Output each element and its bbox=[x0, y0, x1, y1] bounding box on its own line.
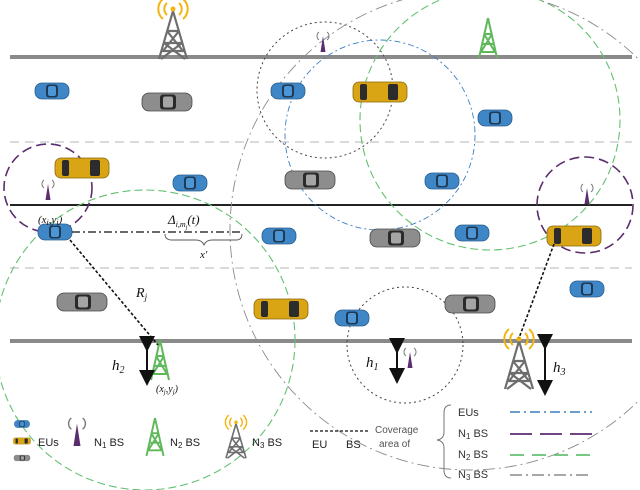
car-blue-1 bbox=[34, 82, 70, 100]
car-gray-1 bbox=[141, 92, 193, 112]
car-gray-3 bbox=[369, 228, 421, 248]
legend-car-blue bbox=[14, 420, 30, 428]
legend-cov-n2: N2 BS bbox=[458, 449, 488, 462]
car-blue-5 bbox=[424, 172, 460, 190]
car-yellow-1 bbox=[352, 81, 408, 103]
diagram-labels: (xi,yi) Δi,mj(t) x' Rj (xj,yj) h2 h1 h3 bbox=[38, 212, 566, 396]
n2-coverage-left bbox=[0, 189, 296, 490]
h2-label: h2 bbox=[112, 358, 125, 376]
legend-coverage-line2: area of bbox=[379, 439, 410, 450]
car-blue-2 bbox=[270, 82, 306, 100]
car-yellow-2 bbox=[54, 157, 110, 179]
n1-coverage-center bbox=[346, 286, 464, 404]
legend-bs-text: BS bbox=[346, 439, 361, 451]
car-yellow-3 bbox=[546, 225, 602, 247]
n3-bs-tower-top bbox=[157, 0, 189, 61]
legend-n3-icon bbox=[224, 414, 248, 460]
n2-bs-tower-top bbox=[478, 17, 498, 59]
legend-car-gray bbox=[13, 454, 31, 462]
x-prime-brace bbox=[164, 233, 243, 247]
n2-coverage-top bbox=[359, 0, 621, 251]
car-blue-9 bbox=[569, 280, 605, 298]
x-prime-label: x' bbox=[199, 249, 208, 261]
h1-label: h1 bbox=[366, 355, 379, 373]
legend-cov-n3: N3 BS bbox=[458, 469, 488, 482]
n2-bs-tower-bottom bbox=[150, 339, 170, 381]
legend-coverage-line1: Coverage bbox=[375, 425, 419, 436]
car-gray-4 bbox=[56, 292, 108, 312]
legend-n1-icon bbox=[67, 417, 87, 447]
legend-n1-label: N1 BS bbox=[94, 437, 124, 450]
eu-bs-link-left bbox=[69, 239, 159, 346]
car-blue-8 bbox=[334, 309, 370, 327]
legend-n3-label: N3 BS bbox=[252, 437, 282, 450]
legend-n2-icon bbox=[145, 417, 165, 457]
legend-car-yellow bbox=[13, 437, 31, 445]
legend-eu-text: EU bbox=[312, 439, 327, 451]
h3-label: h3 bbox=[553, 360, 566, 378]
links bbox=[69, 231, 555, 396]
n1-bs-tower-bottom bbox=[403, 347, 417, 369]
car-blue-6 bbox=[261, 227, 297, 245]
legend-bracket bbox=[436, 404, 452, 479]
car-blue-eu bbox=[37, 223, 73, 241]
eu-coverage bbox=[284, 39, 476, 231]
car-gray-5 bbox=[444, 294, 496, 314]
legend-n2-label: N2 BS bbox=[170, 437, 200, 450]
n3-coverage bbox=[229, 0, 640, 471]
car-gray-2 bbox=[284, 170, 336, 190]
legend-eus-label: EUs bbox=[38, 437, 59, 449]
legend-cov-n1: N1 BS bbox=[458, 428, 488, 441]
bs-position-label: (xj,yj) bbox=[156, 384, 179, 396]
eu-bs-link-right bbox=[518, 243, 555, 339]
radius-label: Rj bbox=[135, 286, 148, 302]
legend: EUs N1 BS N2 BS N3 BS EU BS Coverage are… bbox=[13, 404, 592, 482]
n1-bs-tower-left bbox=[41, 179, 55, 201]
n1-coverage-right bbox=[536, 156, 634, 254]
car-blue-7 bbox=[454, 224, 490, 242]
car-blue-4 bbox=[172, 174, 208, 192]
car-blue-3 bbox=[477, 109, 513, 127]
car-yellow-4 bbox=[253, 298, 309, 320]
legend-cov-eus: EUs bbox=[458, 407, 479, 419]
delta-label: Δi,mj(t) bbox=[167, 212, 200, 231]
eu-position-label: (xi,yi) bbox=[38, 214, 63, 227]
n1-bs-tower-top bbox=[316, 31, 330, 53]
